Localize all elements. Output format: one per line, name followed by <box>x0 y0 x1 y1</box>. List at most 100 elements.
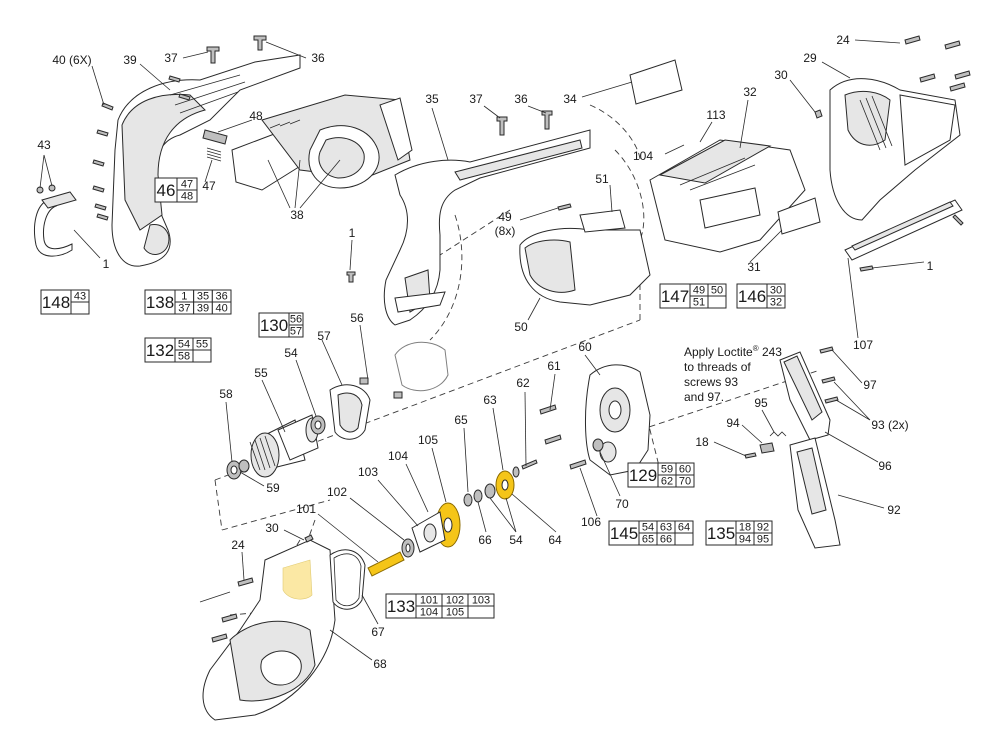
callout-label: 55 <box>254 366 268 380</box>
callout-label: 57 <box>317 329 331 343</box>
callout-label: 67 <box>371 625 385 639</box>
kit-box-id-cell <box>40 289 72 315</box>
screws-61 <box>539 404 587 470</box>
screws-24-top <box>904 35 971 92</box>
kit-box-cell <box>211 301 232 315</box>
screw-49 <box>557 203 572 211</box>
kit-box-part-number: 39 <box>197 303 209 315</box>
callout-label: 1 <box>103 257 110 271</box>
kit-box-cell <box>467 605 495 619</box>
callout-label: 61 <box>547 359 561 373</box>
kit-box-id: 148 <box>42 293 70 312</box>
callout-label: 63 <box>483 393 497 407</box>
kit-box-cell <box>192 349 212 363</box>
callout-label: 56 <box>350 311 364 325</box>
kit-box-part-number: 64 <box>678 522 690 534</box>
kit-box-id-cell <box>608 520 640 546</box>
kit-box-part-number: 66 <box>660 534 672 546</box>
plate-103 <box>411 511 446 553</box>
callout-label: 34 <box>563 92 577 106</box>
callout-label: 51 <box>595 172 609 186</box>
bail-handle-43 <box>34 184 77 257</box>
kit-box-id-cell <box>659 283 691 309</box>
callout-label: 29 <box>803 51 817 65</box>
callout-label: 95 <box>754 396 768 410</box>
callout-label: 24 <box>231 538 245 552</box>
screws-1-right <box>859 214 964 272</box>
callout-label: 93 (2x) <box>871 418 908 432</box>
callout-label: 105 <box>418 433 438 447</box>
kit-box-part-number: 70 <box>679 476 691 488</box>
kit-box-part-number: 101 <box>420 595 438 607</box>
callout-label: 62 <box>516 376 530 390</box>
callout-label: 107 <box>853 338 873 352</box>
kit-box-part-number: 32 <box>770 297 782 309</box>
kit-box-cell <box>176 189 198 203</box>
pin-62 <box>521 459 538 470</box>
spring-95-lever-94-pin-18 <box>744 431 787 459</box>
callout-label: 106 <box>581 515 601 529</box>
motor-housing-50 <box>519 209 651 306</box>
bearing-59-left <box>226 459 250 480</box>
kit-box-part-number: 48 <box>181 191 193 203</box>
kit-box-148: 148 43 <box>40 289 90 315</box>
small-parts-65-66 <box>463 466 520 507</box>
callout-label: 96 <box>878 459 892 473</box>
trigger-parts <box>202 129 228 162</box>
kit-box-id: 133 <box>387 597 415 616</box>
callout-label: 31 <box>747 260 761 274</box>
gear-64 <box>495 470 515 500</box>
label-31 <box>777 197 821 235</box>
shaft-101 <box>367 551 405 577</box>
callout-label: 39 <box>123 53 137 67</box>
callout-label: 59 <box>266 481 280 495</box>
kit-box-part-number: 56 <box>290 314 302 326</box>
callout-label: 54 <box>509 533 523 547</box>
kit-box-part-number: 36 <box>216 291 228 303</box>
kit-box-part-number: 59 <box>661 464 673 476</box>
callout-label: 70 <box>615 497 629 511</box>
note-line-1: Apply Loctite® 243 <box>684 344 782 359</box>
screws-24-lower <box>211 577 254 643</box>
bearing-54-left <box>310 415 326 435</box>
kit-box-part-number: 92 <box>757 522 769 534</box>
battery-housing-32 <box>649 139 806 253</box>
main-handle-housing-35 <box>383 129 591 326</box>
callout-label: 68 <box>373 657 387 671</box>
kit-box-part-number: 37 <box>178 303 190 315</box>
callout-label: (8x) <box>495 224 516 238</box>
callout-label: 48 <box>249 109 263 123</box>
callout-label: 97 <box>863 378 877 392</box>
kit-box-part-number: 18 <box>739 522 751 534</box>
note-line-4: and 97. <box>684 390 724 404</box>
kit-box-id: 46 <box>157 181 176 200</box>
kit-box-part-number: 49 <box>693 285 705 297</box>
callout-label: 101 <box>296 502 316 516</box>
kit-box-id: 135 <box>707 524 735 543</box>
kit-box-cell <box>766 295 786 309</box>
shoe-plate-107 <box>844 199 963 261</box>
kit-box-part-number: 94 <box>739 534 751 546</box>
label-34 <box>629 59 683 105</box>
kit-box-part-number: 51 <box>693 297 705 309</box>
kit-box-part-number: 50 <box>711 285 723 297</box>
kit-box-part-number: 40 <box>216 303 228 315</box>
kit-box-part-number: 35 <box>197 291 209 303</box>
kit-box-part-number: 43 <box>74 291 86 303</box>
kit-box-part-number: 65 <box>642 534 654 546</box>
callout-label: 37 <box>164 51 178 65</box>
kit-box-id: 132 <box>146 341 174 360</box>
kit-box-part-number: 102 <box>446 595 464 607</box>
note-line-2: to threads of <box>684 360 751 374</box>
callout-label: 60 <box>578 340 592 354</box>
kit-box-id-cell <box>627 462 659 488</box>
kit-box-cell <box>70 301 90 315</box>
callout-label: 92 <box>887 503 901 517</box>
note-line-3: screws 93 <box>684 375 738 389</box>
